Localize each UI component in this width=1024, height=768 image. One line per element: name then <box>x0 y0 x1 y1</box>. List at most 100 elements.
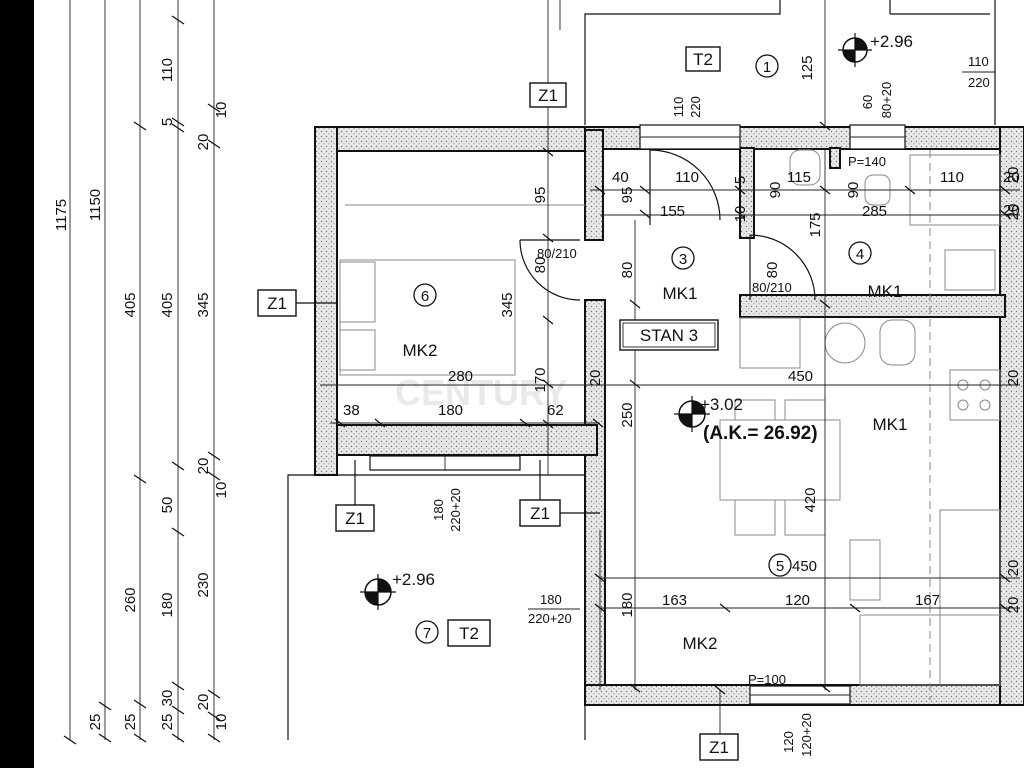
dim-405b: 405 <box>159 292 176 317</box>
dim-110-window: 110 <box>671 97 686 118</box>
dim-120-20-bottom: 120+20 <box>799 713 814 757</box>
zone-z1-left: Z1 <box>257 289 338 317</box>
dim-80-hall: 80 <box>619 262 636 279</box>
walls <box>314 126 1024 706</box>
svg-text:6: 6 <box>421 288 429 305</box>
stan-label: STAN 3 <box>640 326 698 345</box>
watermark: CENTURY <box>395 372 568 413</box>
elevation-r7: +2.96 <box>392 570 435 589</box>
dimension-texts: 125 110 220 60 80+20 P=140 110 220 40 95… <box>343 54 1022 757</box>
dim-115: 115 <box>787 169 811 186</box>
svg-text:Z1: Z1 <box>345 509 365 528</box>
zone-z1-bottom: Z1 <box>699 733 739 761</box>
svg-text:Z1: Z1 <box>709 738 729 757</box>
dim-62: 62 <box>547 402 564 419</box>
dim-1175: 1175 <box>53 199 70 231</box>
area-r5: (A.K.= 26.92) <box>703 423 818 444</box>
room-number-7: 7 <box>415 620 439 644</box>
dim-5: 5 <box>159 118 176 126</box>
tag-r4: MK1 <box>868 282 903 301</box>
dim-167: 167 <box>915 592 940 609</box>
dim-180a: 180 <box>159 592 176 617</box>
room-number-4: 4 <box>848 241 872 265</box>
dimension-lines <box>320 0 1020 740</box>
dim-450b: 450 <box>792 558 817 575</box>
dim-60: 60 <box>860 95 875 109</box>
doors <box>519 149 816 301</box>
dim-90: 90 <box>767 182 784 199</box>
dim-30: 30 <box>159 690 176 707</box>
dim-20-r5: 20 <box>1005 597 1022 614</box>
dim-220-20-balcony: 220+20 <box>448 488 463 532</box>
dim-38: 38 <box>343 402 360 419</box>
svg-text:4: 4 <box>856 246 864 263</box>
dim-220-20-door: 220+20 <box>528 611 572 626</box>
dim-10c: 10 <box>213 714 230 731</box>
dim-40: 40 <box>612 169 629 186</box>
room-number-5: 5 <box>768 553 792 577</box>
elevation-marker-r7 <box>360 574 396 610</box>
dim-175: 175 <box>807 212 824 237</box>
svg-text:5: 5 <box>776 558 784 575</box>
svg-text:7: 7 <box>423 625 431 642</box>
tag-box-r7 <box>447 619 491 647</box>
vertical-dimension-chains: 1175 1150 110 5 20 10 405 405 345 20 10 … <box>53 0 230 745</box>
dim-260: 260 <box>122 587 139 612</box>
dim-280: 280 <box>448 368 473 385</box>
svg-text:3: 3 <box>679 251 687 268</box>
dim-10b: 10 <box>213 482 230 499</box>
svg-text:Z1: Z1 <box>538 86 558 105</box>
dim-20-top-right: 20 <box>1003 169 1020 186</box>
dim-125: 125 <box>799 55 816 80</box>
dim-80-door: 80 <box>532 257 549 274</box>
dim-25b: 25 <box>122 714 139 731</box>
dim-180-kitchen: 180 <box>619 592 636 617</box>
dim-155: 155 <box>660 203 685 220</box>
tag-r7: T2 <box>459 624 479 643</box>
tag-box-r1 <box>685 46 721 72</box>
dim-10a: 10 <box>213 102 230 119</box>
windows <box>369 124 906 705</box>
tag-r5-mk2: MK2 <box>683 634 718 653</box>
elevation-marker-r1 <box>838 33 872 67</box>
zone-z1-balcony-right: Z1 <box>519 460 600 527</box>
tag-r5-mk1: MK1 <box>873 415 908 434</box>
elevation-marker-r5 <box>674 396 710 432</box>
dim-20-r1: 20 <box>1005 167 1022 184</box>
dim-25a: 25 <box>87 714 104 731</box>
room-number-1: 1 <box>755 54 779 78</box>
dim-180: 180 <box>438 402 463 419</box>
dim-p140: P=140 <box>848 154 886 169</box>
dim-250: 250 <box>619 402 636 427</box>
dim-345: 345 <box>499 292 516 317</box>
zone-z1-balcony-left: Z1 <box>335 460 375 532</box>
upper-room-outline <box>559 0 996 125</box>
dim-170: 170 <box>532 367 549 392</box>
dim-95b: 95 <box>619 187 636 204</box>
dim-180-door-balcony: 180 <box>540 592 562 607</box>
stan-box <box>619 319 719 351</box>
dim-120-bottom: 120 <box>781 731 796 753</box>
dim-20-r4: 20 <box>1005 560 1022 577</box>
svg-text:1: 1 <box>763 59 771 76</box>
dim-p100: P=100 <box>748 672 786 687</box>
elevation-r1: +2.96 <box>870 32 913 51</box>
dim-10: 10 <box>732 206 749 223</box>
dim-110-hall: 110 <box>675 169 699 186</box>
elevation-r5: +3.02 <box>700 395 743 414</box>
dim-95a: 95 <box>532 187 549 204</box>
dim-80-20: 80+20 <box>879 82 894 119</box>
dim-90b: 90 <box>845 182 862 199</box>
dim-220-right: 220 <box>968 75 990 90</box>
dim-20a: 20 <box>195 134 212 151</box>
dim-405a: 405 <box>122 292 139 317</box>
dim-420: 420 <box>802 487 819 512</box>
balcony-outline <box>287 474 601 740</box>
dim-120: 120 <box>785 592 810 609</box>
dim-80-bath: 80 <box>764 262 781 279</box>
dim-80-210a: 80/210 <box>537 246 577 261</box>
dim-163: 163 <box>662 592 687 609</box>
dim-20c: 20 <box>195 694 212 711</box>
dim-25c: 25 <box>159 714 176 731</box>
